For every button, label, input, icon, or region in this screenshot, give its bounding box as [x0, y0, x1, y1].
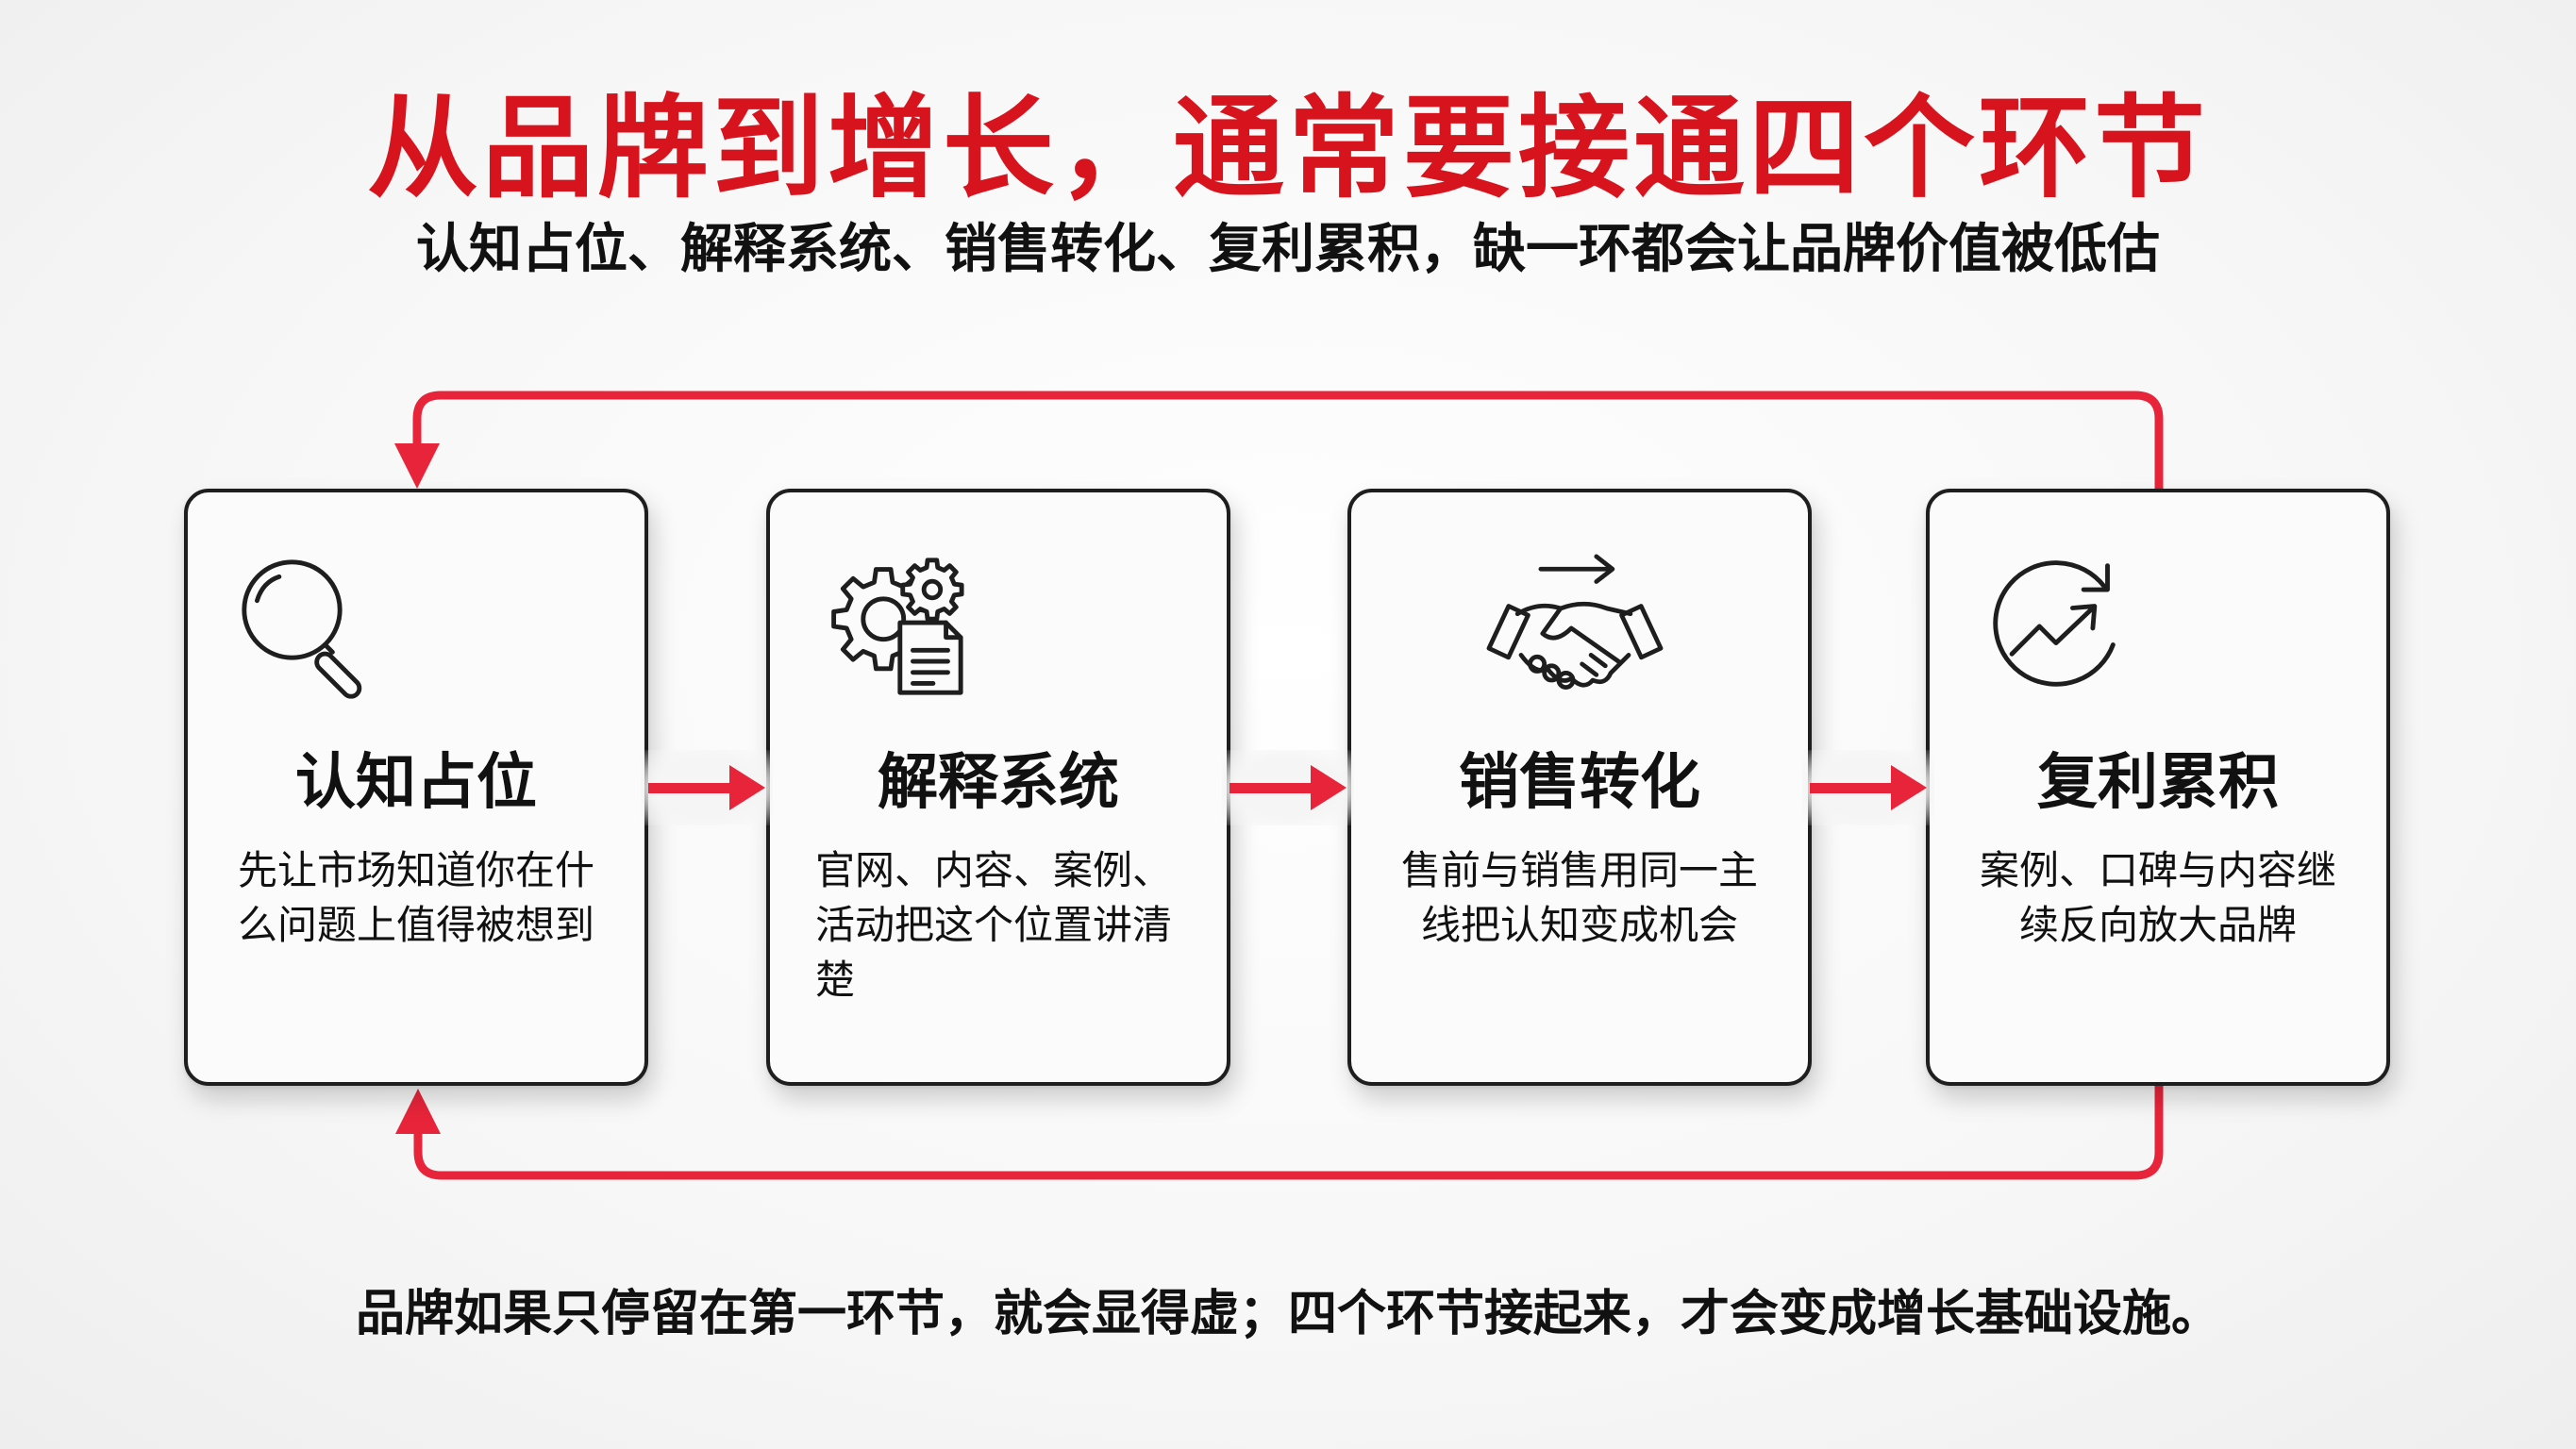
page-subtitle: 认知占位、解释系统、销售转化、复利累积，缺一环都会让品牌价值被低估: [416, 219, 2160, 280]
gear-document-icon: [819, 553, 966, 700]
stage-description: 售前与销售用同一主线把认知变成机会: [1400, 847, 1758, 948]
magnifier-icon: [237, 553, 384, 700]
arrow-up-into-stage-1: [395, 1089, 441, 1134]
stage-title: 解释系统: [878, 748, 1119, 818]
page-title: 从品牌到增长，通常要接通四个环节: [366, 83, 2209, 213]
flow-arrow-3-to-4: [1802, 750, 1934, 825]
right-arrow-icon: [648, 765, 765, 810]
stage-title: 复利累积: [2037, 748, 2279, 818]
top-return-line: [412, 391, 2164, 493]
flow-arrow-1-to-2: [641, 750, 773, 825]
footer-note: 品牌如果只停留在第一环节，就会显得虚；四个环节接起来，才会变成增长基础设施。: [355, 1286, 2220, 1342]
stage-card-4: 复利累积 案例、口碑与内容继续反向放大品牌: [1926, 489, 2390, 1086]
stage-card-2: 解释系统 官网、内容、案例、活动把这个位置讲清楚: [766, 489, 1230, 1086]
stage-description: 先让市场知道你在什么问题上值得被想到: [237, 847, 594, 948]
stage-card-3: 销售转化 售前与销售用同一主线把认知变成机会: [1347, 489, 1812, 1086]
stage-description: 官网、内容、案例、活动把这个位置讲清楚: [815, 847, 1173, 1003]
handshake-arrow-icon: [1485, 553, 1664, 700]
right-arrow-icon: [1810, 765, 1927, 810]
right-arrow-icon: [1229, 765, 1347, 810]
growth-cycle-icon: [1979, 553, 2126, 700]
bottom-return-line: [413, 1081, 2164, 1180]
stage-card-1: 认知占位 先让市场知道你在什么问题上值得被想到: [184, 489, 648, 1086]
flow-arrow-2-to-3: [1222, 750, 1354, 825]
stage-title: 认知占位: [295, 748, 537, 818]
stage-title: 销售转化: [1459, 748, 1700, 818]
stage-description: 案例、口碑与内容继续反向放大品牌: [1979, 847, 2336, 948]
arrow-down-into-stage-1: [394, 443, 440, 489]
